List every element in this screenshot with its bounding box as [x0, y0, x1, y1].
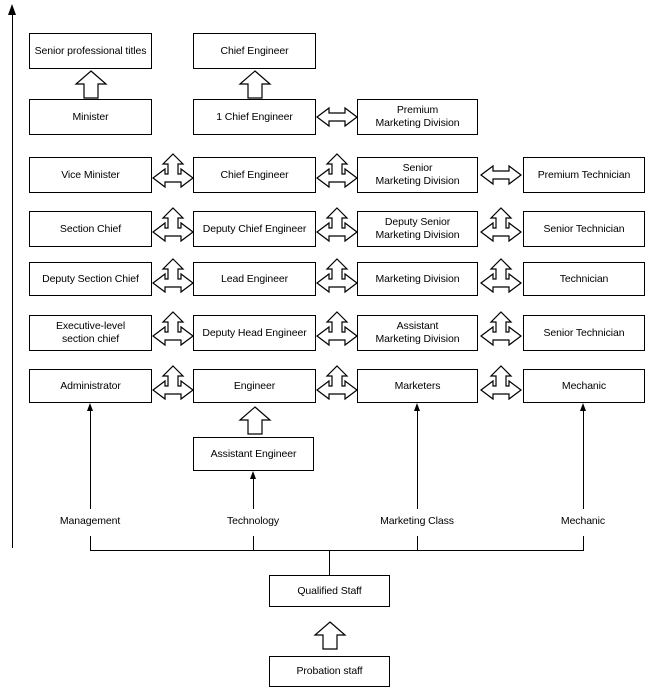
box-section-chief[interactable]: Section Chief: [29, 211, 152, 247]
box-technician[interactable]: Technician: [523, 262, 645, 296]
three-way-arrow-icon-row4-c1c2: [152, 257, 194, 299]
column-label-marketing-class: Marketing Class: [380, 515, 454, 527]
three-way-arrow-icon-row6-c3c4: [480, 364, 522, 406]
thin-arrowhead-technology: [250, 471, 256, 479]
box-premium-technician[interactable]: Premium Technician: [523, 157, 645, 193]
box-vice-minister[interactable]: Vice Minister: [29, 157, 152, 193]
box-assistant-marketing-division[interactable]: Assistant Marketing Division: [357, 315, 478, 351]
box-chief-engineer-row2[interactable]: Chief Engineer: [193, 157, 316, 193]
box-deputy-section-chief[interactable]: Deputy Section Chief: [29, 262, 152, 296]
up-arrow-icon-management-top: [74, 70, 108, 99]
up-arrow-icon-technology-top: [238, 70, 272, 99]
two-way-arrow-icon-row1-c2c3: [316, 105, 358, 129]
box-senior-technician-row5[interactable]: Senior Technician: [523, 315, 645, 351]
three-way-arrow-icon-row2-c1c2: [152, 152, 194, 194]
progression-axis-arrowhead: [8, 4, 16, 15]
bracket-stem-mechanic: [583, 536, 584, 551]
box-deputy-chief-engineer[interactable]: Deputy Chief Engineer: [193, 211, 316, 247]
up-arrow-icon-assistant-engineer: [238, 406, 272, 435]
three-way-arrow-icon-row2-c2c3: [316, 152, 358, 194]
three-way-arrow-icon-row6-c2c3: [316, 364, 358, 406]
box-probation-staff[interactable]: Probation staff: [269, 656, 390, 687]
column-label-mechanic: Mechanic: [560, 515, 606, 527]
box-senior-marketing-division[interactable]: Senior Marketing Division: [357, 157, 478, 193]
box-mechanic-row6[interactable]: Mechanic: [523, 369, 645, 403]
box-engineer[interactable]: Engineer: [193, 369, 316, 403]
three-way-arrow-icon-row5-c2c3: [316, 310, 358, 352]
box-executive-level-section-chief[interactable]: Executive-level section chief: [29, 315, 152, 351]
box-1-chief-engineer[interactable]: 1 Chief Engineer: [193, 99, 316, 135]
three-way-arrow-icon-row3-c1c2: [152, 206, 194, 248]
three-way-arrow-icon-row3-c2c3: [316, 206, 358, 248]
box-lead-engineer[interactable]: Lead Engineer: [193, 262, 316, 296]
box-deputy-head-engineer[interactable]: Deputy Head Engineer: [193, 315, 316, 351]
box-senior-professional-titles[interactable]: Senior professional titles: [29, 33, 152, 69]
box-qualified-staff[interactable]: Qualified Staff: [269, 575, 390, 607]
thin-line-mechanic: [583, 411, 584, 509]
bracket-horizontal-bar: [90, 550, 584, 551]
thin-line-marketing: [417, 411, 418, 509]
box-marketing-division[interactable]: Marketing Division: [357, 262, 478, 296]
bracket-drop-to-qualified-staff: [329, 550, 330, 575]
box-marketers[interactable]: Marketers: [357, 369, 478, 403]
three-way-arrow-icon-row6-c1c2: [152, 364, 194, 406]
box-minister[interactable]: Minister: [29, 99, 152, 135]
thin-arrowhead-marketing: [414, 403, 420, 411]
three-way-arrow-icon-row3-c3c4: [480, 206, 522, 248]
bracket-stem-technology: [253, 536, 254, 551]
box-chief-engineer-top[interactable]: Chief Engineer: [193, 33, 316, 69]
box-administrator[interactable]: Administrator: [29, 369, 152, 403]
three-way-arrow-icon-row5-c3c4: [480, 310, 522, 352]
column-label-management: Management: [59, 515, 121, 527]
box-senior-technician-row3[interactable]: Senior Technician: [523, 211, 645, 247]
thin-arrowhead-mechanic: [580, 403, 586, 411]
box-assistant-engineer[interactable]: Assistant Engineer: [193, 437, 314, 471]
box-premium-marketing-division[interactable]: Premium Marketing Division: [357, 99, 478, 135]
box-deputy-senior-marketing-division[interactable]: Deputy Senior Marketing Division: [357, 211, 478, 247]
thin-line-technology: [253, 479, 254, 509]
up-arrow-icon-probation-staff: [313, 621, 347, 650]
progression-axis-line: [12, 14, 13, 548]
bracket-stem-marketing: [417, 536, 418, 551]
thin-line-management: [90, 411, 91, 509]
three-way-arrow-icon-row5-c1c2: [152, 310, 194, 352]
two-way-arrow-icon-row2-c3c4: [480, 163, 522, 187]
bracket-stem-management: [90, 536, 91, 551]
three-way-arrow-icon-row4-c3c4: [480, 257, 522, 299]
column-label-technology: Technology: [226, 515, 280, 527]
three-way-arrow-icon-row4-c2c3: [316, 257, 358, 299]
thin-arrowhead-management: [87, 403, 93, 411]
